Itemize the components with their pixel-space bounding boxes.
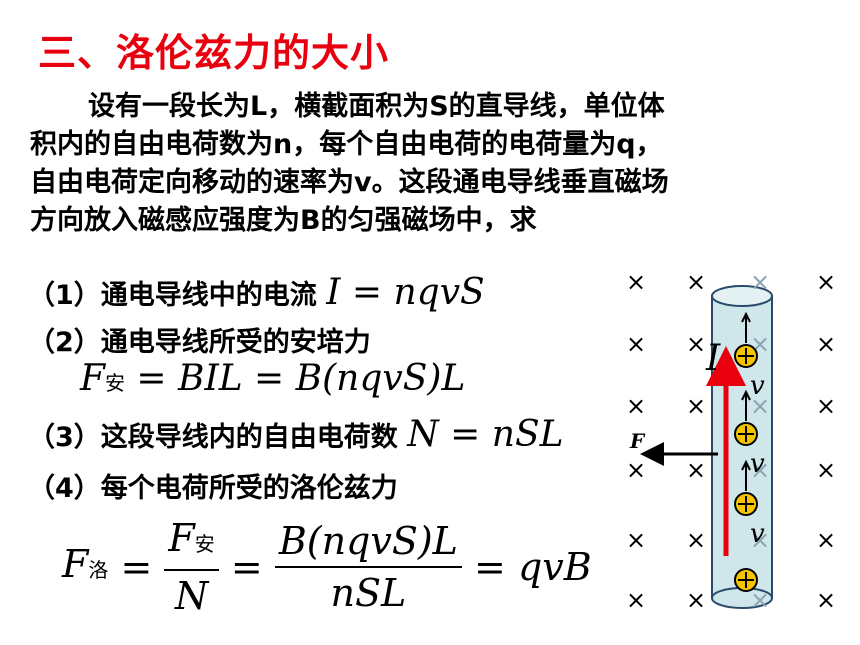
question-3-label: （3）这段导线内的自由电荷数 — [28, 422, 398, 453]
current-label: I — [705, 338, 721, 379]
charge-count-formula: N = nSL — [407, 414, 564, 455]
ampere-force-symbol: F — [80, 358, 105, 399]
positive-charge-icon — [734, 344, 758, 368]
field-cross-icon: × — [686, 268, 706, 296]
paragraph-line-1: 设有一段长为L，横截面积为S的直导线，单位体 — [88, 91, 665, 122]
positive-charge-icon — [734, 492, 758, 516]
current-formula: I = nqvS — [326, 272, 485, 313]
paragraph-line-4: 方向放入磁感应强度为B的匀强磁场中，求 — [30, 205, 537, 236]
equals-sign-2: = — [230, 545, 263, 589]
velocity-label: v — [750, 449, 765, 479]
velocity-label: v — [750, 519, 765, 549]
fraction-2: B(nqvS)L nSL — [274, 518, 462, 616]
ampere-force-rhs: = BIL = B(nqvS)L — [124, 358, 466, 399]
fraction-1-denominator: N — [174, 574, 209, 618]
ampere-force-subscript: 安 — [104, 371, 125, 395]
force-label: F — [629, 429, 646, 453]
lorentz-force-symbol: F洛 — [62, 542, 109, 586]
field-cross-icon: × — [750, 268, 770, 296]
field-cross-icon: × — [816, 330, 836, 358]
equals-sign-3: = — [474, 545, 506, 589]
field-cross-icon: × — [626, 392, 646, 420]
question-1: （1）通电导线中的电流 I = nqvS — [28, 272, 485, 313]
magnetic-field-grid-overlay: ×××××× — [750, 268, 770, 614]
velocity-arrow — [741, 389, 751, 421]
field-cross-icon: × — [686, 586, 706, 614]
field-cross-icon: × — [750, 392, 770, 420]
velocity-arrow — [741, 459, 751, 491]
magnetic-field-diagram: × × × × × × × × × × × × × × × × × × × × × × × × I F v v v — [626, 268, 836, 614]
field-cross-icon: × — [816, 586, 836, 614]
field-cross-icon: × — [626, 586, 646, 614]
field-cross-icon: × — [816, 392, 836, 420]
lorentz-force-formula: F洛 = F安 N = B(nqvS)L nSL = qvB — [62, 515, 592, 619]
positive-charge-icon — [734, 568, 758, 592]
positive-charge-icon — [734, 422, 758, 446]
field-cross-icon: × — [816, 456, 836, 484]
problem-statement: 设有一段长为L，横截面积为S的直导线，单位体 积内的自由电荷数为n，每个自由电荷… — [30, 88, 830, 240]
field-cross-icon: × — [686, 392, 706, 420]
field-cross-icon: × — [816, 526, 836, 554]
question-2-label: （2）通电导线所受的安培力 — [28, 327, 371, 358]
question-4-label: （4）每个电荷所受的洛伦兹力 — [28, 473, 398, 504]
field-cross-icon: × — [686, 456, 706, 484]
field-cross-icon: × — [750, 456, 770, 484]
field-cross-icon: × — [626, 456, 646, 484]
field-cross-icon: × — [626, 526, 646, 554]
field-cross-icon: × — [686, 526, 706, 554]
equals-sign-1: = — [120, 545, 153, 589]
field-cross-icon: × — [626, 330, 646, 358]
charges-group: v v v — [734, 311, 765, 592]
velocity-arrow — [741, 311, 751, 343]
question-1-label: （1）通电导线中的电流 — [28, 280, 317, 311]
velocity-label: v — [750, 371, 765, 401]
field-cross-icon: × — [750, 526, 770, 554]
field-cross-icon: × — [626, 268, 646, 296]
field-cross-icon: × — [816, 268, 836, 296]
lorentz-force-result: qvB — [517, 545, 592, 589]
fraction-2-denominator: nSL — [330, 571, 407, 615]
fraction-2-numerator: B(nqvS)L — [274, 518, 462, 568]
fraction-1-numerator: F安 — [164, 515, 219, 571]
field-cross-icon: × — [686, 330, 706, 358]
field-cross-icon: × — [750, 586, 770, 614]
fraction-1: F安 N — [164, 515, 219, 619]
question-3: （3）这段导线内的自由电荷数 N = nSL — [28, 414, 564, 455]
paragraph-line-3: 自由电荷定向移动的速率为v。这段通电导线垂直磁场 — [30, 167, 669, 198]
slide-title: 三、洛伦兹力的大小 — [38, 31, 390, 75]
magnetic-field-grid: × × × × × × × × × × × × × × × × × × — [626, 268, 836, 614]
ampere-force-formula: F安 = BIL = B(nqvS)L — [80, 358, 465, 399]
paragraph-line-2: 积内的自由电荷数为n，每个自由电荷的电荷量为q， — [30, 129, 663, 160]
